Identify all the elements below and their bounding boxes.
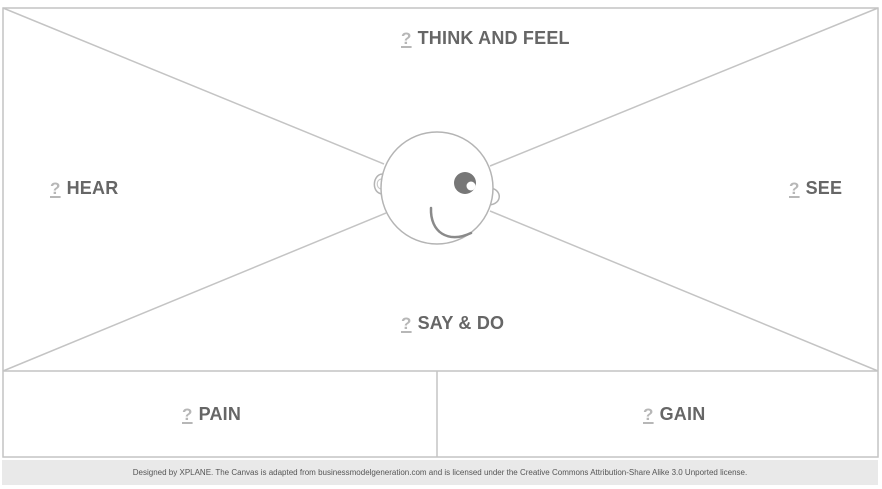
hear-label: ? HEAR [50,178,118,199]
question-mark-icon: ? [182,404,193,424]
gain-label: ? GAIN [643,404,705,425]
say-and-do-label: ? SAY & DO [401,313,504,334]
diagonal-top-right [489,7,879,167]
see-text: SEE [805,178,843,198]
question-mark-icon: ? [643,404,654,424]
license-text: Designed by XPLANE. The Canvas is adapte… [132,468,748,477]
pain-label: ? PAIN [182,404,241,425]
diagonal-bottom-left [2,212,387,372]
question-mark-icon: ? [789,178,800,198]
say-and-do-text: SAY & DO [417,313,505,333]
pain-text: PAIN [198,404,242,424]
ear-left-inner [376,178,382,190]
question-mark-icon: ? [50,178,61,198]
eye-highlight [466,181,476,191]
question-mark-icon: ? [401,313,412,333]
license-footer: Designed by XPLANE. The Canvas is adapte… [2,460,878,485]
see-label: ? SEE [789,178,842,199]
diagonal-bottom-right [489,210,879,372]
gain-text: GAIN [659,404,706,424]
head-circle [380,131,494,245]
think-and-feel-label: ? THINK AND FEEL [401,28,570,49]
question-mark-icon: ? [401,28,412,48]
hear-text: HEAR [66,178,119,198]
think-and-feel-text: THINK AND FEEL [417,28,570,48]
mouth-smile [429,206,473,239]
face-illustration [373,131,500,245]
diagonal-top-left [2,7,385,165]
